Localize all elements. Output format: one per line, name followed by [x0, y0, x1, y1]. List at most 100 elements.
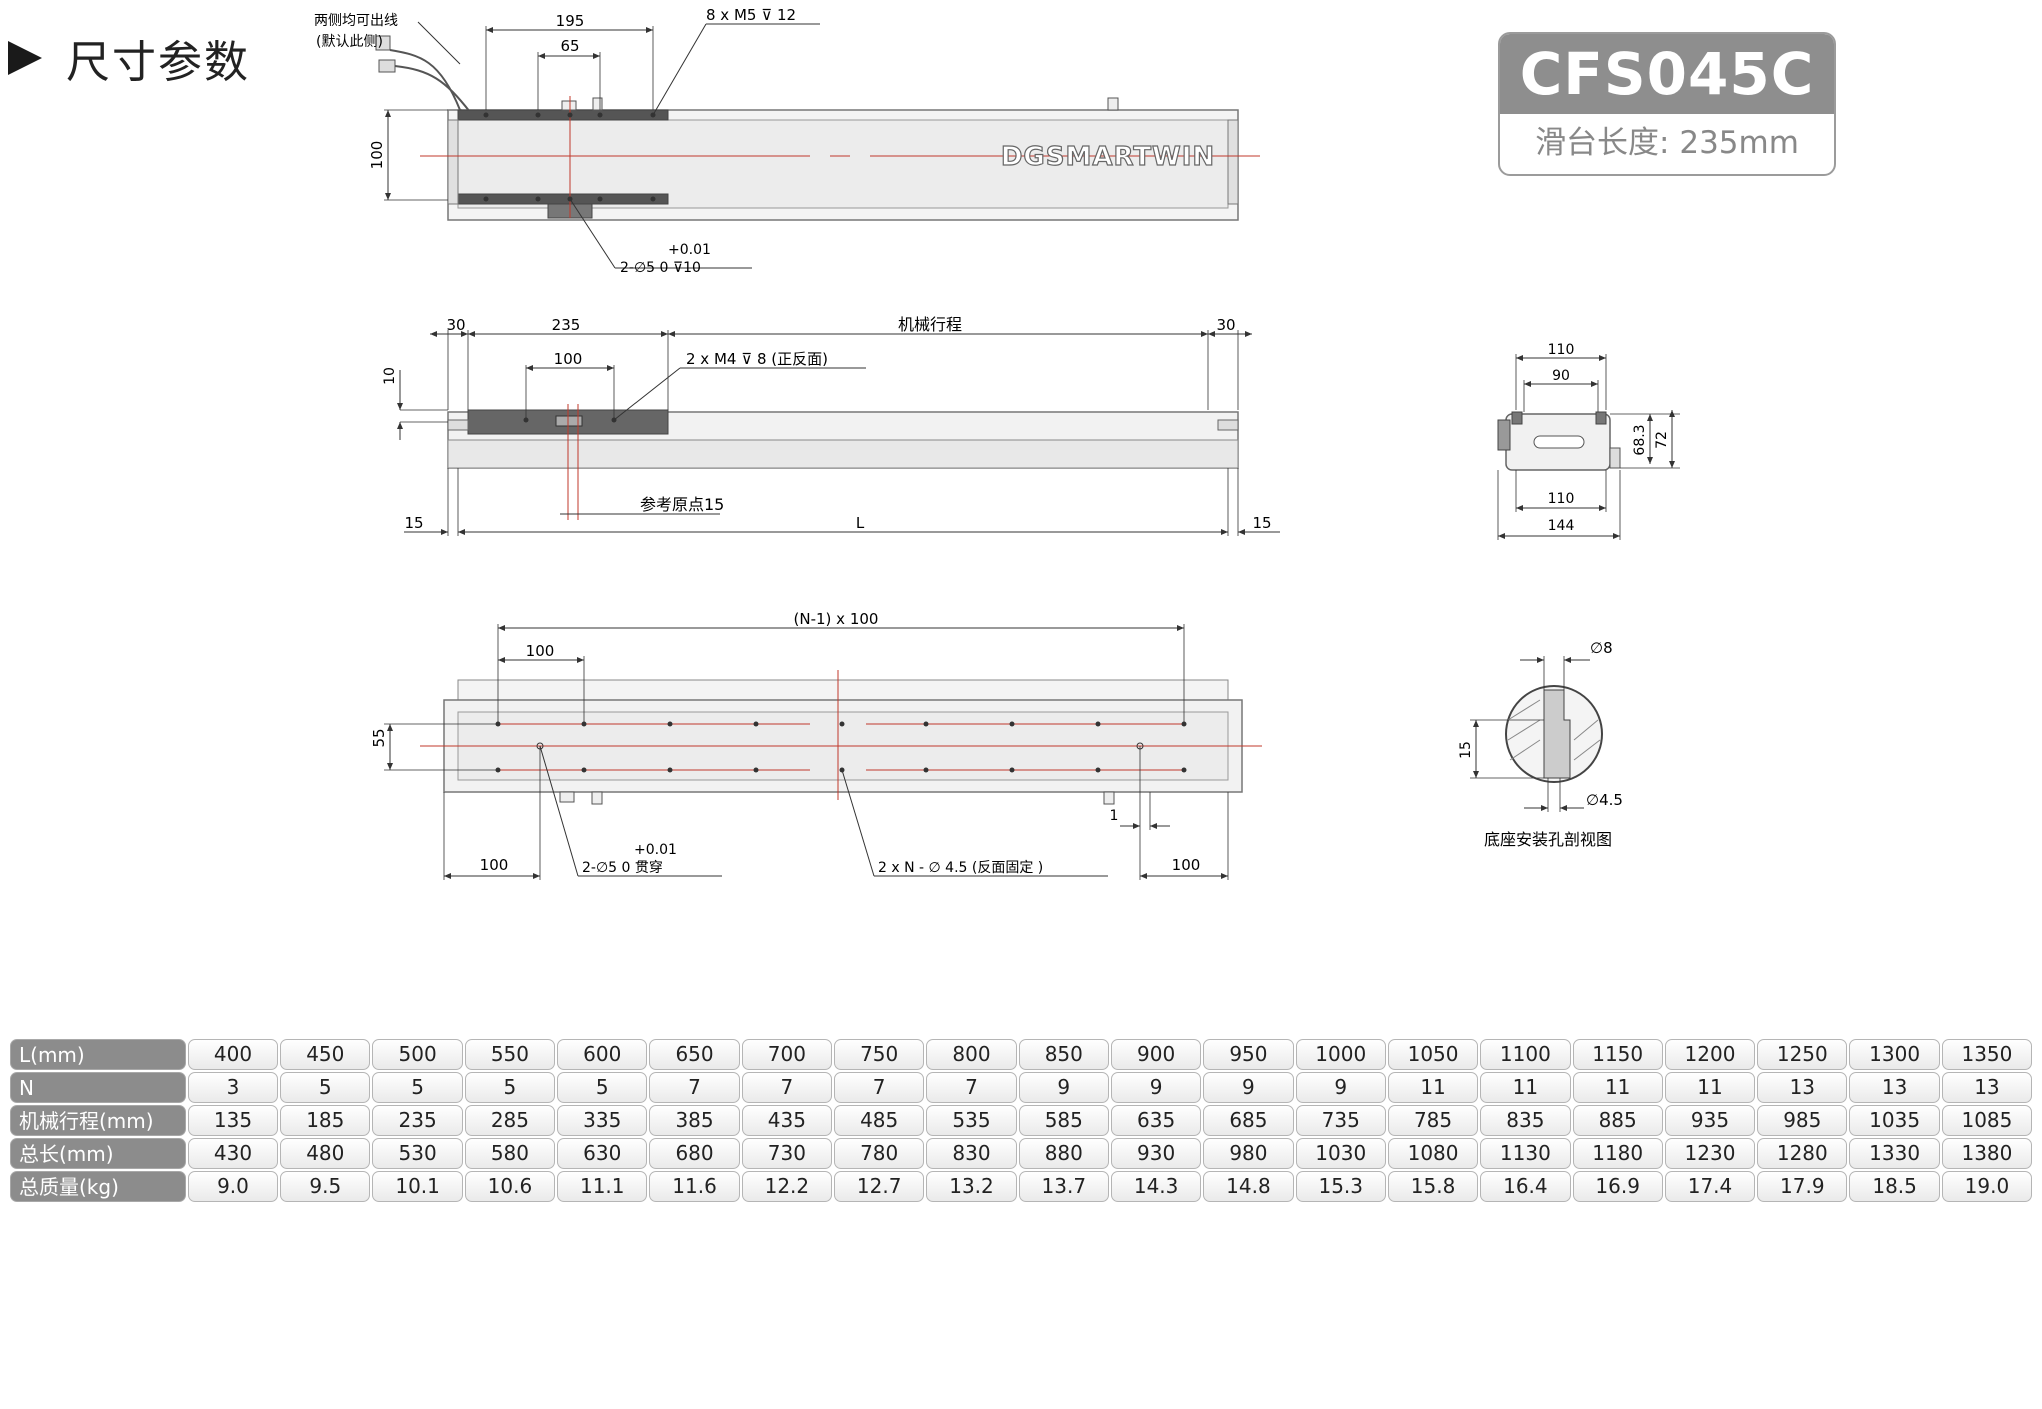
spec-cell: 900 [1110, 1039, 1202, 1070]
section-caption: 底座安装孔剖视图 [1484, 830, 1612, 849]
spec-cell: 17.4 [1664, 1171, 1756, 1202]
spec-cell: 830 [926, 1138, 1017, 1169]
section-header: 尺寸参数 [8, 26, 250, 90]
dim-d4-5: ∅4.5 [1586, 791, 1623, 809]
spec-cell: 15.3 [1295, 1171, 1386, 1202]
spec-cell: 735 [1295, 1105, 1386, 1136]
spec-cell: 1085 [1941, 1105, 2033, 1136]
dim-144: 144 [1548, 518, 1575, 534]
spec-cell: 10.1 [372, 1171, 463, 1202]
model-badge: CFS045C 滑台长度: 235mm [1498, 32, 1836, 176]
dim-195: 195 [556, 12, 585, 30]
section-title: 尺寸参数 [66, 37, 250, 88]
spec-cell: 7 [834, 1072, 925, 1103]
spec-cell: 1230 [1664, 1138, 1756, 1169]
spec-cell: 5 [464, 1072, 556, 1103]
technical-drawing: DGSMARTWIN 195 65 8 x M5 ⊽ 12 100 两侧均可出线… [314, 6, 1680, 880]
dim-100-side: 100 [554, 350, 583, 368]
spec-cell: 5 [372, 1072, 463, 1103]
spec-cell: 15.8 [1387, 1171, 1479, 1202]
dim-15-section: 15 [1458, 741, 1474, 759]
bottom-holes-note: 2 x N - ∅ 4.5 (反面固定 ) [878, 860, 1043, 876]
dim-d8: ∅8 [1590, 639, 1613, 657]
spec-cell: 5 [557, 1072, 648, 1103]
dim-15-right: 15 [1252, 514, 1271, 532]
spec-cell: 11 [1572, 1072, 1663, 1103]
spec-cell: 750 [834, 1039, 925, 1070]
spec-cell: 18.5 [1849, 1171, 1940, 1202]
spec-cell: 335 [557, 1105, 648, 1136]
spec-cell: 835 [1480, 1105, 1571, 1136]
spec-cell: 9 [1295, 1072, 1386, 1103]
dim-65: 65 [560, 37, 579, 55]
dim-72: 72 [1654, 431, 1670, 449]
spec-cell: 19.0 [1941, 1171, 2033, 1202]
spec-cell: 11 [1480, 1072, 1571, 1103]
dim-pitch: (N-1) x 100 [794, 610, 879, 628]
triangle-arrow-icon [8, 41, 42, 75]
spec-cell: 680 [649, 1138, 740, 1169]
dim-55: 55 [370, 728, 388, 747]
spec-cell: 635 [1110, 1105, 1202, 1136]
dim-10: 10 [382, 367, 398, 385]
spec-cell: 500 [372, 1039, 463, 1070]
spec-cell: 935 [1664, 1105, 1756, 1136]
spec-cell: 930 [1110, 1138, 1202, 1169]
spec-cell: 14.3 [1110, 1171, 1202, 1202]
top-view: DGSMARTWIN 195 65 8 x M5 ⊽ 12 100 两侧均可出线… [314, 6, 1260, 276]
spec-cell: 535 [926, 1105, 1017, 1136]
spec-cell: 1100 [1480, 1039, 1571, 1070]
spec-cell: 485 [834, 1105, 925, 1136]
spec-cell: 800 [926, 1039, 1017, 1070]
bottom-view: (N-1) x 100 100 55 1 100 +0.01 2-∅5 0 贯穿… [370, 610, 1262, 880]
dim-100-pitch: 100 [526, 642, 555, 660]
spec-cell: 12.2 [741, 1171, 833, 1202]
spec-cell: 550 [464, 1039, 556, 1070]
bottom-pin-spec: 2-∅5 0 贯穿 [582, 860, 663, 876]
spec-cell: 1080 [1387, 1138, 1479, 1169]
spec-cell: 1300 [1849, 1039, 1940, 1070]
spec-row-label: 总质量(kg) [10, 1171, 186, 1202]
spec-cell: 285 [464, 1105, 556, 1136]
side-view: 30 235 机械行程 30 100 2 x M4 ⊽ 8 (正反面) 10 参… [382, 315, 1280, 536]
spec-cell: 730 [741, 1138, 833, 1169]
dim-30-left: 30 [446, 316, 465, 334]
dim-1: 1 [1110, 808, 1119, 824]
spec-cell: 1280 [1757, 1138, 1848, 1169]
cable-note-1: 两侧均可出线 [314, 13, 398, 29]
dim-L: L [856, 514, 865, 532]
spec-cell: 11.1 [557, 1171, 648, 1202]
dim-100-height: 100 [368, 141, 386, 170]
spec-cell: 17.9 [1757, 1171, 1848, 1202]
spec-cell: 630 [557, 1138, 648, 1169]
spec-cell: 980 [1203, 1138, 1294, 1169]
dim-travel: 机械行程 [898, 315, 962, 334]
spec-cell: 3 [187, 1072, 279, 1103]
spec-cell: 985 [1757, 1105, 1848, 1136]
dim-110-top: 110 [1548, 342, 1575, 358]
spec-row-label: L(mm) [10, 1039, 186, 1070]
spec-cell: 5 [280, 1072, 371, 1103]
spec-cell: 9.5 [280, 1171, 371, 1202]
spec-cell: 400 [187, 1039, 279, 1070]
spec-cell: 1200 [1664, 1039, 1756, 1070]
brand-logo: DGSMARTWIN [1001, 142, 1215, 172]
spec-cell: 9 [1110, 1072, 1202, 1103]
dim-110-bottom: 110 [1548, 491, 1575, 507]
spec-cell: 7 [926, 1072, 1017, 1103]
top-thread-note: 8 x M5 ⊽ 12 [706, 6, 796, 24]
spec-cell: 235 [372, 1105, 463, 1136]
spec-cell: 13.7 [1018, 1171, 1109, 1202]
spec-cell: 7 [741, 1072, 833, 1103]
spec-cell: 650 [649, 1039, 740, 1070]
spec-cell: 1180 [1572, 1138, 1663, 1169]
model-name: CFS045C [1500, 34, 1834, 114]
spec-cell: 1380 [1941, 1138, 2033, 1169]
spec-cell: 1000 [1295, 1039, 1386, 1070]
spec-cell: 435 [741, 1105, 833, 1136]
spec-row-label: 机械行程(mm) [10, 1105, 186, 1136]
spec-cell: 9 [1203, 1072, 1294, 1103]
dim-68-3: 68.3 [1632, 424, 1648, 455]
